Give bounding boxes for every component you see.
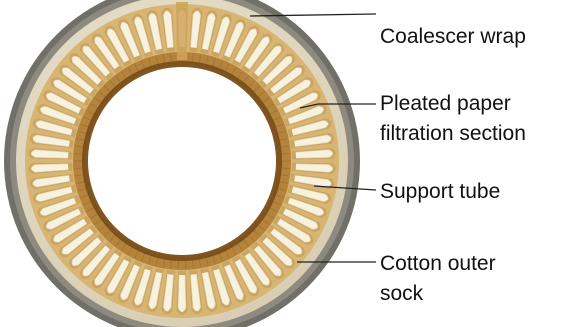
- hollow-center: [88, 67, 276, 255]
- support-tube-rib: [74, 154, 82, 155]
- pleat-fold: [178, 275, 186, 312]
- label-support-tube: Support tube: [380, 180, 500, 203]
- pleat-seam: [176, 2, 188, 60]
- label-coalescer-wrap: Coalescer wrap: [380, 25, 526, 48]
- support-tube-rib: [74, 168, 82, 169]
- support-tube-rib: [282, 154, 290, 155]
- support-tube-rib: [282, 168, 290, 169]
- label-pleated-line1: Pleated paper: [380, 92, 511, 115]
- label-support-line1: Support tube: [380, 180, 500, 203]
- label-coalescer-line1: Coalescer wrap: [380, 25, 526, 48]
- label-sock-line1: Cotton outer: [380, 252, 496, 275]
- label-pleated-line2: filtration section: [380, 122, 526, 145]
- label-pleated-paper: Pleated paper filtration section: [380, 92, 526, 145]
- label-cotton-sock: Cotton outer sock: [380, 252, 501, 305]
- filter-element: [4, 0, 360, 327]
- label-sock-line2: sock: [380, 282, 424, 305]
